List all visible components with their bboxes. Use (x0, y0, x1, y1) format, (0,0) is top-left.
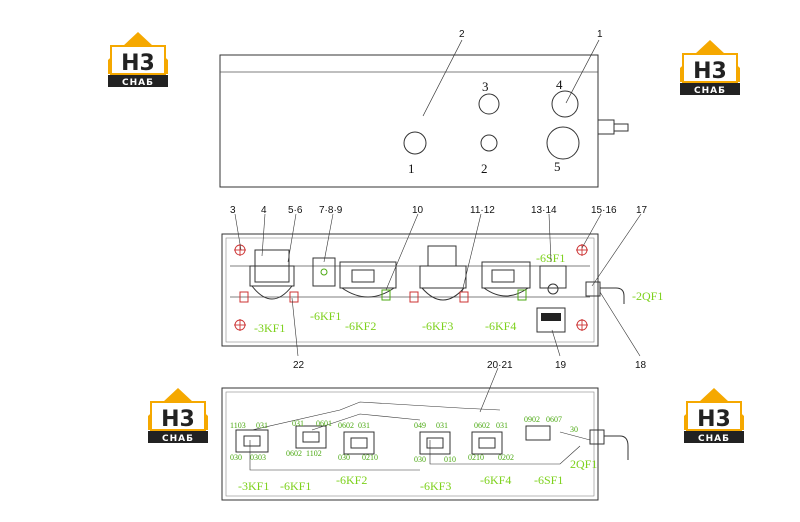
logo-brand: CHAБ (698, 434, 730, 444)
logo-bottom-left: H3 CHAБ (148, 388, 208, 444)
wire-label: 0602 (474, 421, 490, 430)
logo-brand: CHAБ (122, 78, 154, 88)
hole-label-1: 1 (408, 161, 415, 176)
callout-4: 4 (261, 205, 267, 216)
hole-label-5: 5 (554, 159, 561, 174)
hole-label-2: 2 (481, 161, 488, 176)
logo-mark: H3 (697, 407, 731, 432)
logo-top-right: H3 CHAБ (680, 40, 740, 96)
wire-label: 031 (496, 421, 508, 430)
callout-1: 1 (597, 29, 603, 40)
device-label-6kf1: -6KF1 (280, 479, 311, 493)
callout-7-8-9: 7·8·9 (319, 205, 343, 216)
wire-label: 049 (414, 421, 426, 430)
callout-15-16: 15·16 (591, 205, 617, 216)
callout-18: 18 (635, 360, 647, 371)
wire-label: 0202 (498, 453, 514, 462)
wire-label: 0210 (468, 453, 484, 462)
middle-panel: -3KF1 -6KF1 -6KF2 -6KF3 -6KF4 -6SF1 -2QF… (221, 205, 663, 371)
hole-5 (546, 126, 580, 160)
wire-label: 0602 (338, 421, 354, 430)
logo-top-left: H3 CHAБ (108, 32, 168, 88)
hole-1 (403, 131, 427, 155)
logo-mark: H3 (121, 51, 155, 76)
logo-mark: H3 (693, 59, 727, 84)
callout-19: 19 (555, 360, 567, 371)
hole-2 (480, 134, 498, 152)
device-label-3kf1: -3KF1 (254, 321, 285, 335)
device-label-6kf3: -6KF3 (420, 479, 451, 493)
device-label-6kf4: -6KF4 (480, 473, 511, 487)
device-label-6kf1: -6KF1 (310, 309, 341, 323)
hole-4 (551, 90, 579, 118)
device-label-6kf3: -6KF3 (422, 319, 453, 333)
bottom-panel: 1103 031 030 0303 031 0601 0602 1102 060… (221, 360, 629, 501)
wire-label: 1102 (306, 449, 322, 458)
hole-label-3: 3 (482, 79, 489, 94)
logo-mark: H3 (161, 407, 195, 432)
logo-bottom-right: H3 CHAБ (684, 388, 744, 444)
callout-17: 17 (636, 205, 648, 216)
callout-3: 3 (230, 205, 236, 216)
wire-label: 031 (256, 421, 268, 430)
wire-label: 031 (292, 419, 304, 428)
device-label-6kf2: -6KF2 (336, 473, 367, 487)
wire-label: 031 (358, 421, 370, 430)
wire-label: 030 (230, 453, 242, 462)
callout-13-14: 13·14 (531, 205, 557, 216)
wire-label: 0607 (546, 415, 562, 424)
top-panel: 1 2 3 4 5 2 1 (219, 29, 629, 188)
wire-label: 030 (338, 453, 350, 462)
device-label-6sf1: -6SF1 (534, 473, 563, 487)
device-label-6kf2: -6KF2 (345, 319, 376, 333)
wire-label: 0210 (362, 453, 378, 462)
callout-10: 10 (412, 205, 424, 216)
callout-2: 2 (459, 29, 465, 40)
logo-brand: CHAБ (162, 434, 194, 444)
wire-label: 030 (414, 455, 426, 464)
wire-label: 1103 (230, 421, 246, 430)
wire-label: 031 (436, 421, 448, 430)
logo-brand: CHAБ (694, 86, 726, 96)
callout-11-12: 11·12 (470, 205, 495, 216)
device-label-3kf1: -3KF1 (238, 479, 269, 493)
wire-label: 010 (444, 455, 456, 464)
device-label-2qf1: 2QF1 (570, 457, 597, 471)
wire-label: 0902 (524, 415, 540, 424)
callout-22: 22 (293, 360, 305, 371)
callout-20-21: 20·21 (487, 360, 513, 371)
hole-label-4: 4 (556, 77, 563, 92)
device-label-6kf4: -6KF4 (485, 319, 516, 333)
wire-label: 0602 (286, 449, 302, 458)
device-label-2qf1: -2QF1 (632, 289, 663, 303)
hole-3 (478, 93, 500, 115)
wire-label: 0303 (250, 453, 266, 462)
wire-label: 30 (570, 425, 578, 434)
wire-label: 0601 (316, 419, 332, 428)
callout-5-6: 5·6 (288, 205, 303, 216)
